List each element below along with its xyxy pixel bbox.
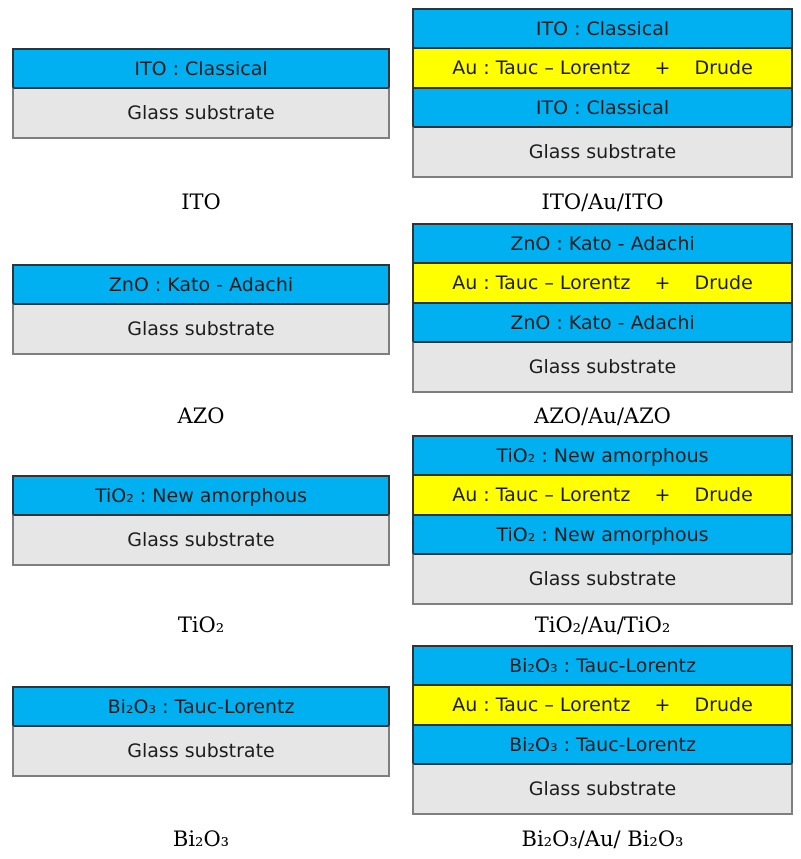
film-layer-tio2-bottom: TiO₂ : New amorphous [412,514,793,555]
metal-layer-au: Au : Tauc – Lorentz + Drude [412,47,793,89]
film-layer-bi2o3: Bi₂O₃ : Tauc-Lorentz [12,686,390,727]
stack-bi2o3: Bi₂O₃ : Tauc-Lorentz Glass substrate [12,686,390,777]
caption-ito: ITO [181,190,221,214]
substrate-layer: Glass substrate [412,341,793,393]
film-layer-bi2o3-top: Bi₂O₃ : Tauc-Lorentz [412,645,793,686]
stack-bi2o3-au-bi2o3: Bi₂O₃ : Tauc-Lorentz Au : Tauc – Lorentz… [412,645,793,815]
metal-layer-au: Au : Tauc – Lorentz + Drude [412,474,793,516]
substrate-layer: Glass substrate [12,725,390,777]
film-layer-zno-bottom: ZnO : Kato - Adachi [412,302,793,343]
film-layer-zno-top: ZnO : Kato - Adachi [412,223,793,264]
film-layer-tio2-top: TiO₂ : New amorphous [412,435,793,476]
stack-ito-au-ito: ITO : Classical Au : Tauc – Lorentz + Dr… [412,8,793,178]
stack-tio2: TiO₂ : New amorphous Glass substrate [12,475,390,566]
film-layer-ito-top: ITO : Classical [412,8,793,49]
stack-azo: ZnO : Kato - Adachi Glass substrate [12,264,390,355]
caption-tio2-au-tio2: TiO₂/Au/TiO₂ [534,613,671,637]
substrate-layer: Glass substrate [12,514,390,566]
caption-tio2: TiO₂ [177,613,225,637]
substrate-layer: Glass substrate [412,126,793,178]
film-layer-tio2: TiO₂ : New amorphous [12,475,390,516]
caption-azo-au-azo: AZO/Au/AZO [534,404,671,428]
substrate-layer: Glass substrate [412,553,793,605]
film-layer-ito: ITO : Classical [12,48,390,89]
film-layer-zno: ZnO : Kato - Adachi [12,264,390,305]
stack-tio2-au-tio2: TiO₂ : New amorphous Au : Tauc – Lorentz… [412,435,793,605]
caption-azo: AZO [177,404,225,428]
film-layer-ito-bottom: ITO : Classical [412,87,793,128]
stack-ito: ITO : Classical Glass substrate [12,48,390,139]
caption-bi2o3-au-bi2o3: Bi₂O₃/Au/ Bi₂O₃ [521,827,684,851]
film-layer-bi2o3-bottom: Bi₂O₃ : Tauc-Lorentz [412,724,793,765]
metal-layer-au: Au : Tauc – Lorentz + Drude [412,684,793,726]
caption-bi2o3: Bi₂O₃ [172,827,230,851]
stack-azo-au-azo: ZnO : Kato - Adachi Au : Tauc – Lorentz … [412,223,793,393]
caption-ito-au-ito: ITO/Au/ITO [541,190,664,214]
substrate-layer: Glass substrate [12,303,390,355]
substrate-layer: Glass substrate [12,87,390,139]
metal-layer-au: Au : Tauc – Lorentz + Drude [412,262,793,304]
substrate-layer: Glass substrate [412,763,793,815]
